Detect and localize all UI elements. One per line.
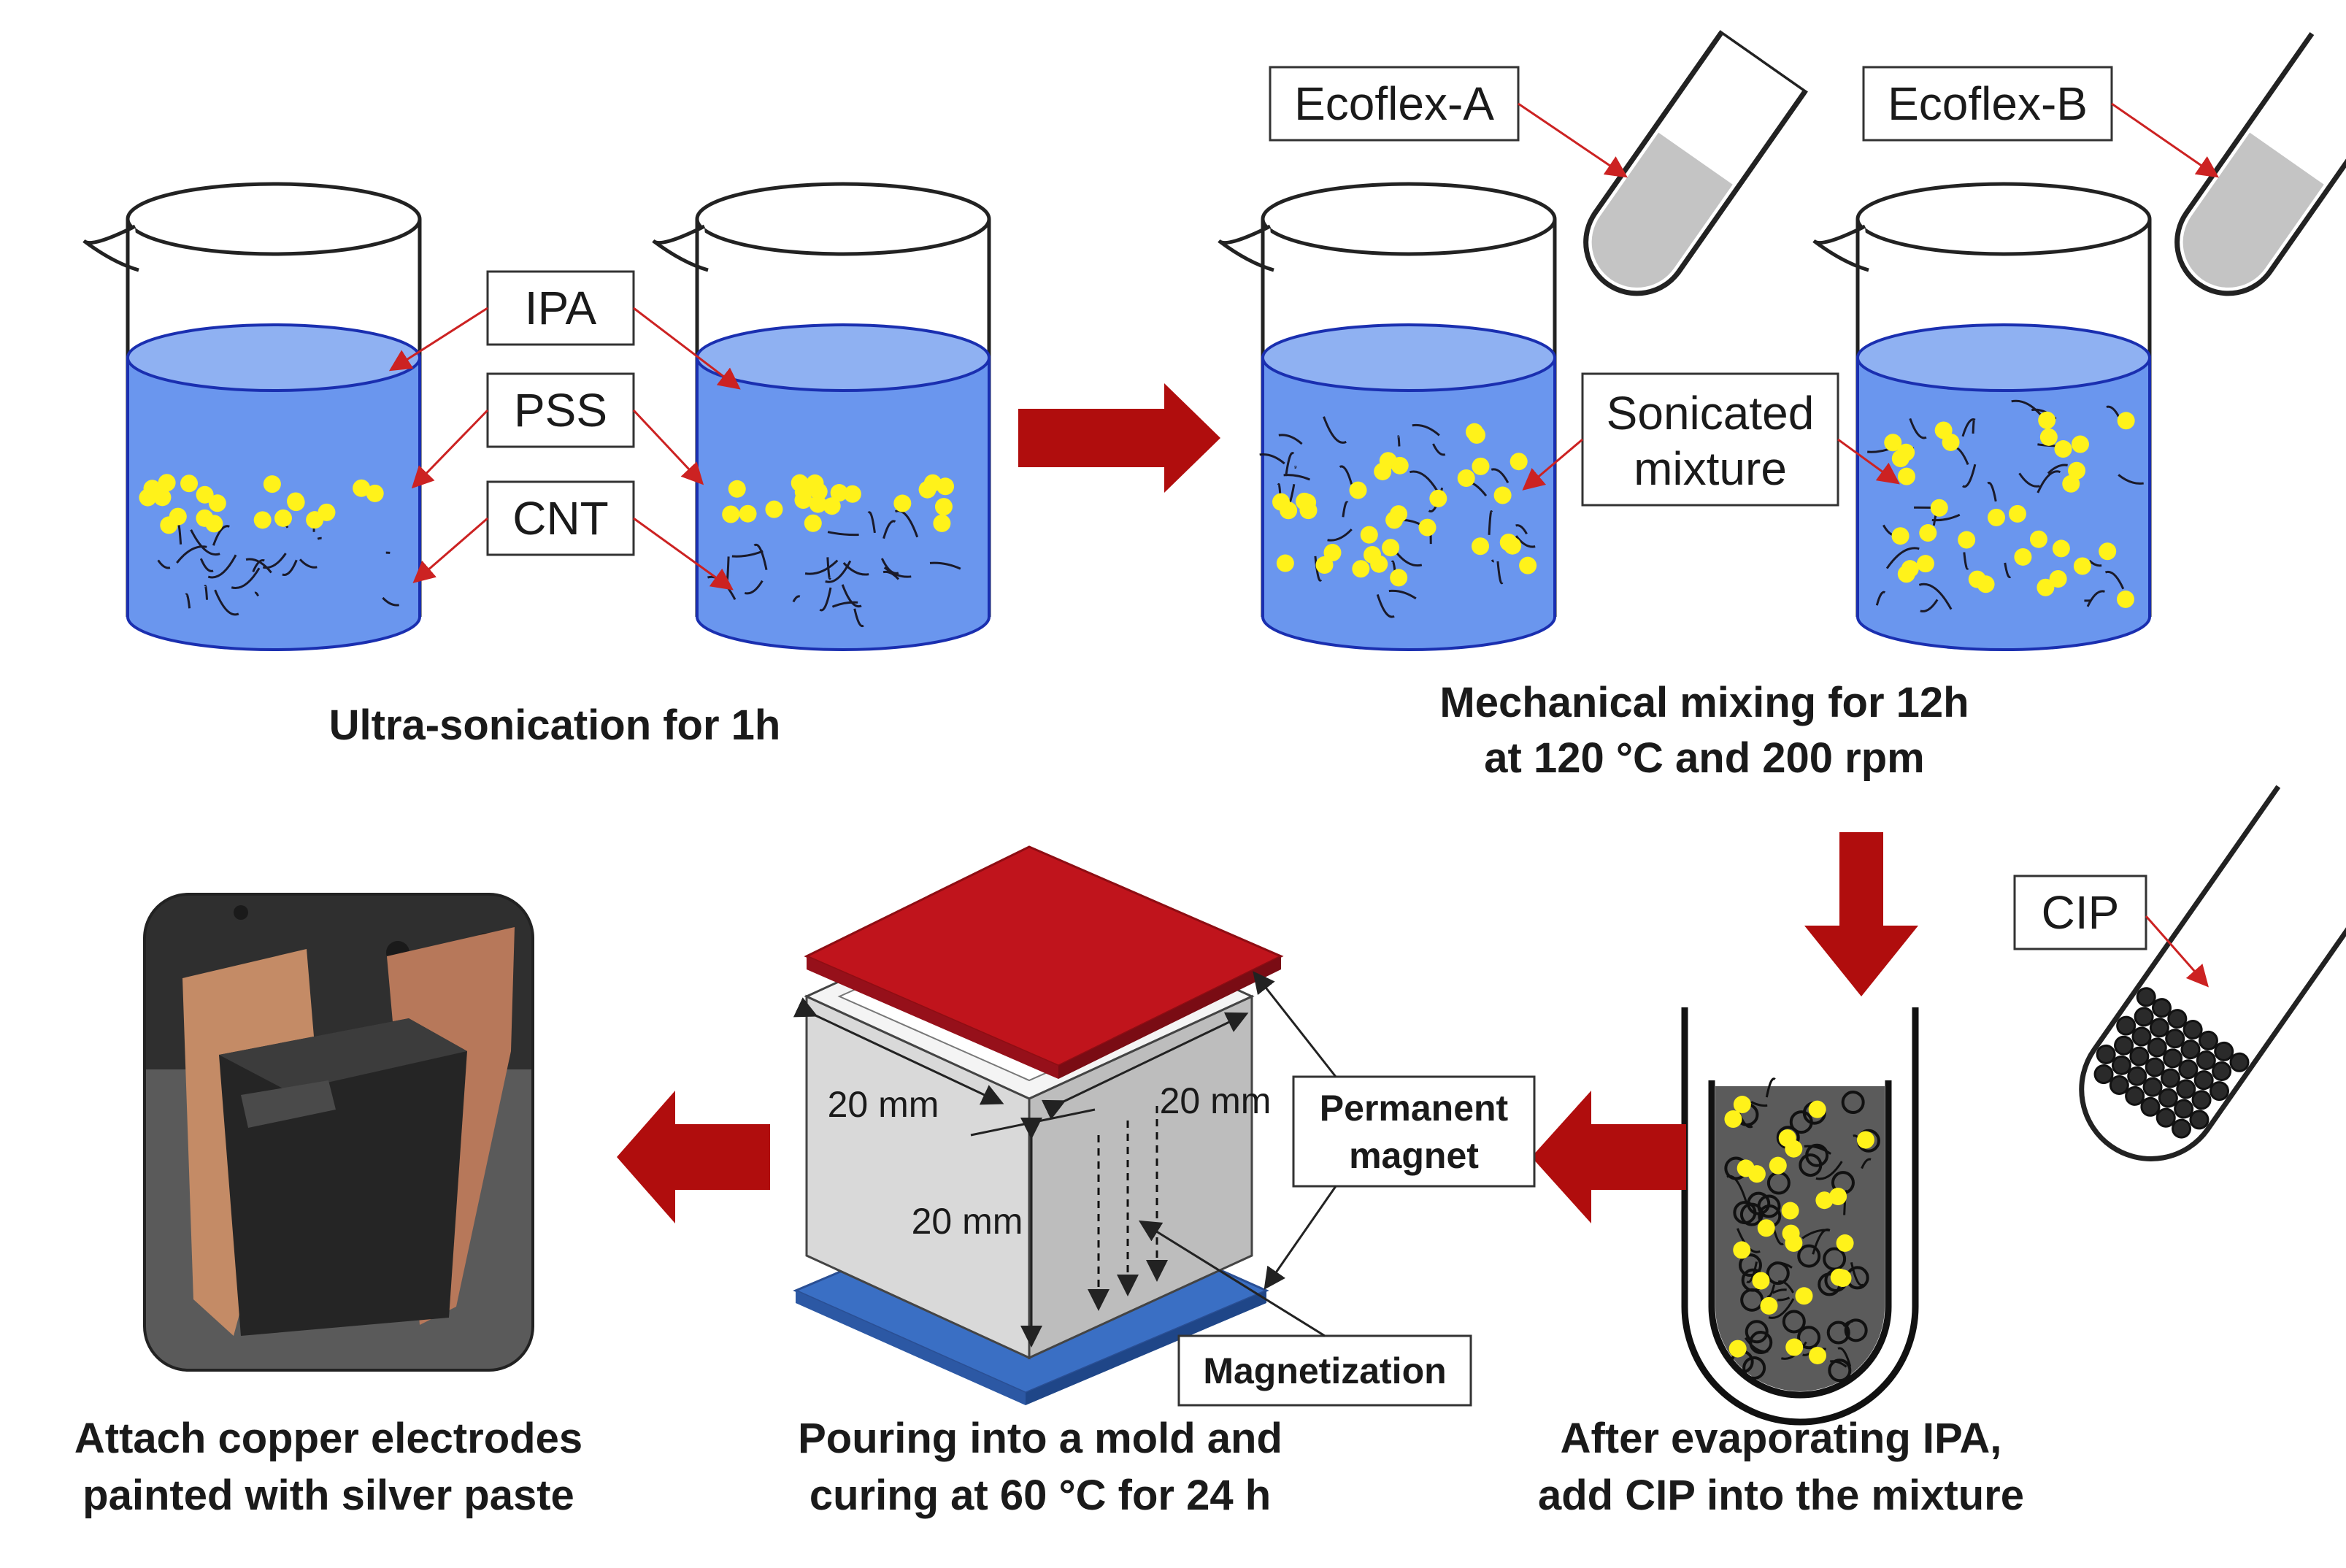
sonicated-text-1: Sonicated [1607,387,1815,439]
beaker-2 [652,182,991,651]
ecoflex-a-text: Ecoflex-A [1294,77,1494,130]
process-arrow-left-1 [1531,1091,1686,1223]
caption-pouring-1: Pouring into a mold and [798,1415,1282,1462]
cip-label-text: CIP [2042,886,2120,939]
process-arrow-down [1804,832,1918,996]
dimension-top-left: 20 mm [828,1084,939,1125]
sonicated-text-2: mixture [1634,442,1787,495]
caption-attach-2: painted with silver paste [82,1472,574,1519]
ecoflex-b-tube [2174,32,2346,296]
label-pointers [388,307,741,591]
caption-mechanical-mixing-2: at 120 °C and 200 rpm [1484,734,1924,782]
bottom-magnet-side [1026,1291,1266,1405]
cip-label: CIP [2013,875,2147,950]
pss-label: PSS [486,372,635,448]
process-arrow-left-2 [617,1091,770,1223]
ecoflex-a-pointer [1518,102,1628,178]
dimension-top-right: 20 mm [1160,1080,1272,1121]
cnt-label: CNT [486,480,635,556]
sample-photo [143,893,534,1372]
caption-evaporating-2: add CIP into the mixture [1538,1472,2024,1519]
magnet-text-1: Permanent [1320,1088,1509,1129]
pss-particles [1272,423,1537,587]
permanent-magnet-label: Permanent magnet [1292,1075,1536,1188]
pss-label-text: PSS [514,384,607,437]
caption-evaporating-1: After evaporating IPA, [1561,1415,2002,1462]
cnt-strands [707,510,961,628]
dimension-lines [793,997,1249,1348]
magnet-pointers [1253,971,1337,1290]
cnt-strands [157,517,399,616]
mold-assembly: 20 mm 20 mm 20 mm [793,845,1284,1405]
magnet-text-2: magnet [1349,1135,1479,1176]
magnetization-text: Magnetization [1203,1350,1446,1391]
beaker-1 [82,182,422,651]
caption-mechanical-mixing-1: Mechanical mixing for 12h [1439,679,1969,726]
cip-pointer [2145,915,2209,988]
ecoflex-b-text: Ecoflex-B [1888,77,2088,130]
bottom-magnet-edge [796,1291,1026,1405]
ecoflex-a-label: Ecoflex-A [1269,66,1520,142]
cip-container [1681,1007,1919,1426]
beaker-4 [1812,182,2152,651]
ecoflex-a-tube [1583,30,1808,296]
dimension-height: 20 mm [912,1201,1023,1242]
ecoflex-b-pointer [2111,102,2219,178]
cnt-label-text: CNT [512,492,609,545]
pss-particles [722,474,955,532]
beaker-row [82,182,2152,651]
pss-particles [1884,411,2135,608]
sonicated-mixture-label: Sonicated mixture [1581,372,1839,507]
magnetization-arrows [1088,1106,1168,1311]
pss-particles-mixture [1724,1096,1874,1364]
ipa-label-text: IPA [525,282,597,334]
beaker-3 [1218,182,1557,651]
ecoflex-b-label: Ecoflex-B [1862,66,2113,142]
caption-attach-1: Attach copper electrodes [74,1415,582,1462]
process-arrow-right [1018,383,1220,493]
cip-particles [1724,1091,1880,1383]
caption-pouring-2: curing at 60 °C for 24 h [809,1472,1271,1519]
magnetization-label: Magnetization [1177,1334,1472,1407]
magnetization-pointer [1138,1220,1326,1337]
ipa-label: IPA [486,270,635,346]
caption-ultrasonication: Ultra-sonication for 1h [329,702,781,749]
cnt-strands [1867,399,2144,612]
cip-tube [2079,785,2346,1161]
pss-particles [139,474,384,534]
sonicated-pointers [1522,438,1900,491]
